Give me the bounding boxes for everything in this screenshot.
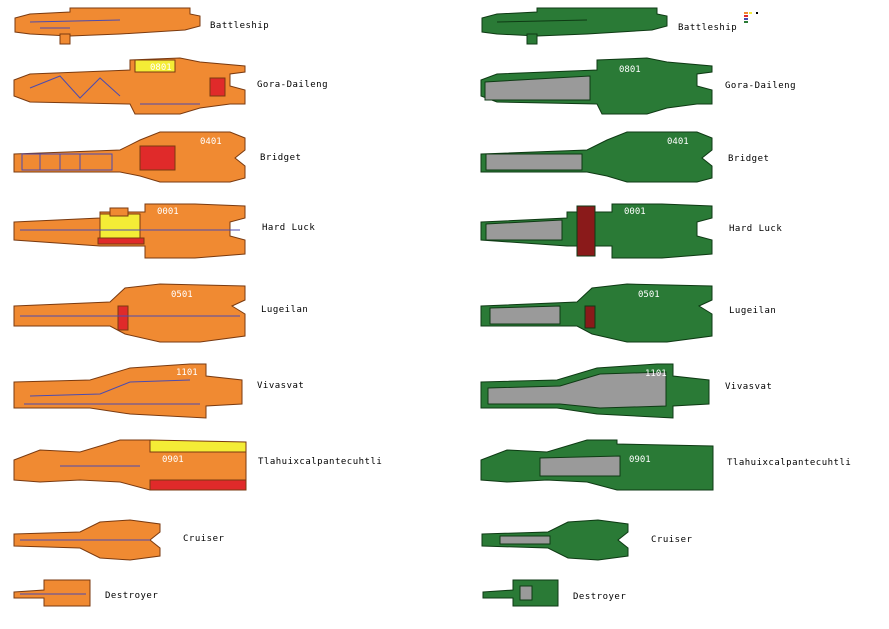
label-vivasvat-orange: Vivasvat [257,381,305,391]
vivasvat-orange [13,363,243,419]
hull-number-lugeilan-orange: 0501 [171,290,193,300]
bridget-green [480,131,713,183]
label-destroyer-green: Destroyer [573,592,627,602]
cruiser-orange [13,519,161,561]
color-swatch-icon [744,12,758,23]
lugeilan-orange [13,283,246,343]
lugeilan-green [480,283,713,343]
label-tlahuixcalpantecuhtli-green: Tlahuixcalpantecuhtli [727,458,852,468]
label-lugeilan-orange: Lugeilan [261,305,309,315]
label-gora-daileng-orange: Gora-Daileng [257,80,329,90]
vivasvat-green [480,363,710,419]
label-battleship-orange: Battleship [210,21,270,31]
hull-number-vivasvat-orange: 1101 [176,368,198,378]
label-bridget-orange: Bridget [260,153,302,163]
hull-number-hard-luck-green: 0001 [624,207,646,217]
destroyer-green [482,579,559,607]
cruiser-green [481,519,629,561]
hard-luck-orange [13,203,246,259]
label-gora-daileng-green: Gora-Daileng [725,81,797,91]
destroyer-orange [13,579,91,607]
hull-number-hard-luck-orange: 0001 [157,207,179,217]
label-hard-luck-orange: Hard Luck [262,223,316,233]
hull-number-tlahuixcalpantecuhtli-green: 0901 [629,455,651,465]
tlahuixcalpantecuhtli-orange [13,439,247,491]
hull-number-gora-daileng-green: 0801 [619,65,641,75]
hard-luck-green [480,203,713,259]
label-vivasvat-green: Vivasvat [725,382,773,392]
label-cruiser-orange: Cruiser [183,534,225,544]
label-hard-luck-green: Hard Luck [729,224,783,234]
gora-daileng-orange [13,57,246,115]
hull-number-tlahuixcalpantecuhtli-orange: 0901 [162,455,184,465]
gora-daileng-green [480,57,713,115]
label-cruiser-green: Cruiser [651,535,693,545]
label-destroyer-orange: Destroyer [105,591,159,601]
battleship-orange [14,7,201,45]
tlahuixcalpantecuhtli-green [480,439,714,491]
hull-number-lugeilan-green: 0501 [638,290,660,300]
battleship-green [481,7,668,45]
hull-number-gora-daileng-orange: 0801 [150,63,172,73]
hull-number-bridget-green: 0401 [667,137,689,147]
label-battleship-green: Battleship [678,23,738,33]
label-lugeilan-green: Lugeilan [729,306,777,316]
bridget-orange [13,131,246,183]
hull-number-bridget-orange: 0401 [200,137,222,147]
label-tlahuixcalpantecuhtli-orange: Tlahuixcalpantecuhtli [258,457,383,467]
hull-number-vivasvat-green: 1101 [645,369,667,379]
label-bridget-green: Bridget [728,154,770,164]
